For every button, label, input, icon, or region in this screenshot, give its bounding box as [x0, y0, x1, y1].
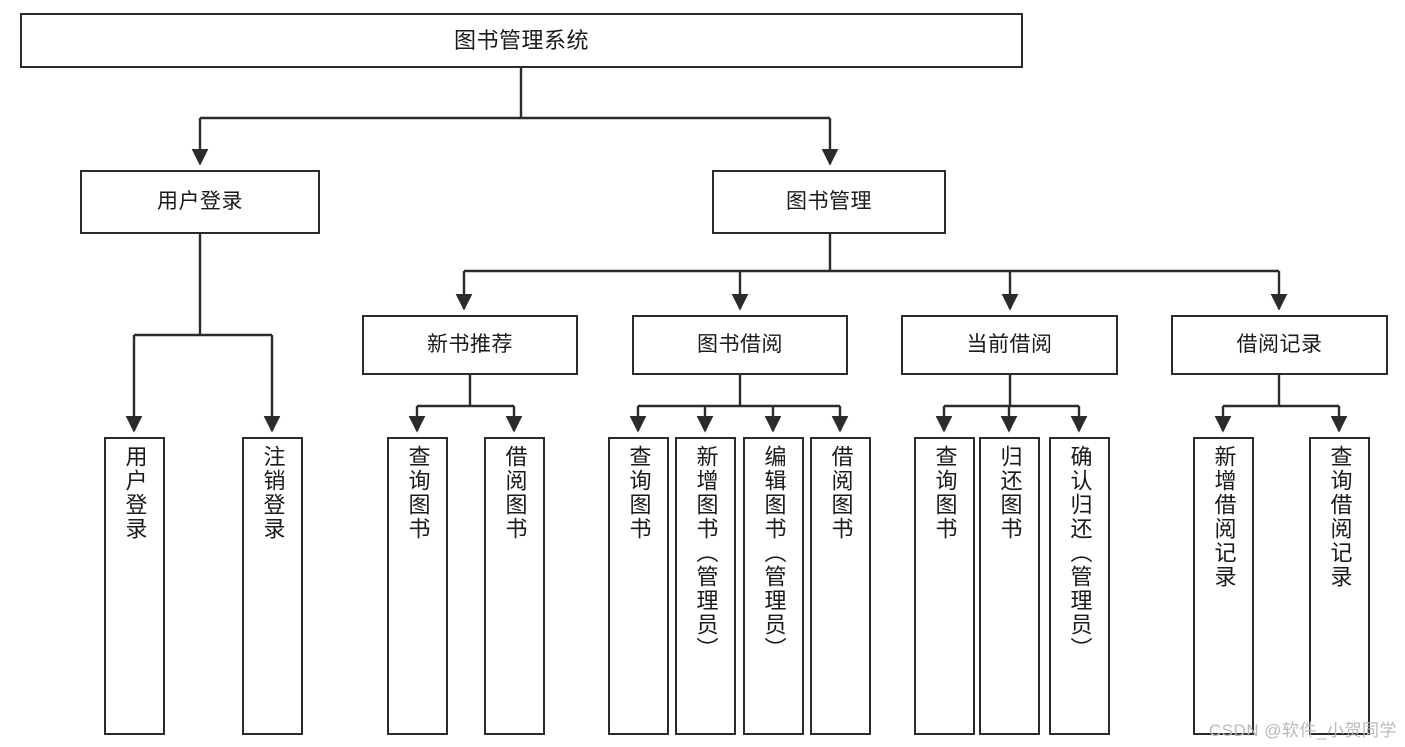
node-leaf-query-book-3[interactable]: 查询图书 — [914, 437, 975, 735]
node-leaf-logout-login[interactable]: 注销登录 — [242, 437, 303, 735]
node-root-label: 图书管理系统 — [453, 27, 589, 53]
node-leaf-user-login[interactable]: 用户登录 — [104, 437, 165, 735]
node-leaf-borrow-book-1-label: 借阅图书 — [502, 445, 528, 541]
node-leaf-add-book-label: 新增图书（管理员） — [693, 445, 719, 661]
node-current-borrow[interactable]: 当前借阅 — [901, 315, 1118, 375]
node-leaf-borrow-book-2[interactable]: 借阅图书 — [810, 437, 871, 735]
node-leaf-query-book-1-label: 查询图书 — [405, 445, 431, 541]
node-leaf-confirm-return-label: 确认归还（管理员） — [1067, 445, 1093, 661]
node-leaf-logout-login-label: 注销登录 — [260, 445, 286, 541]
node-borrow-record[interactable]: 借阅记录 — [1171, 315, 1388, 375]
node-book-manage[interactable]: 图书管理 — [712, 170, 946, 234]
node-leaf-query-book-2[interactable]: 查询图书 — [608, 437, 669, 735]
node-user-login-label: 用户登录 — [157, 189, 243, 213]
node-current-borrow-label: 当前借阅 — [966, 332, 1053, 356]
node-leaf-add-borrow-record[interactable]: 新增借阅记录 — [1193, 437, 1254, 735]
node-leaf-add-borrow-record-label: 新增借阅记录 — [1211, 445, 1237, 589]
node-leaf-query-book-3-label: 查询图书 — [932, 445, 958, 541]
node-leaf-edit-book-label: 编辑图书（管理员） — [761, 445, 787, 661]
node-root[interactable]: 图书管理系统 — [20, 13, 1023, 68]
node-leaf-borrow-book-1[interactable]: 借阅图书 — [484, 437, 545, 735]
node-new-book-recommend-label: 新书推荐 — [427, 332, 513, 356]
node-borrow-record-label: 借阅记录 — [1236, 332, 1323, 356]
node-leaf-borrow-book-2-label: 借阅图书 — [828, 445, 854, 541]
node-leaf-query-book-1[interactable]: 查询图书 — [387, 437, 448, 735]
node-leaf-query-borrow-record[interactable]: 查询借阅记录 — [1309, 437, 1370, 735]
node-leaf-query-book-2-label: 查询图书 — [626, 445, 652, 541]
node-book-borrow[interactable]: 图书借阅 — [632, 315, 848, 375]
node-book-manage-label: 图书管理 — [786, 189, 872, 213]
node-new-book-recommend[interactable]: 新书推荐 — [362, 315, 578, 375]
node-leaf-return-book-label: 归还图书 — [997, 445, 1023, 541]
watermark-text: CSDN @软件_小贺同学 — [1208, 721, 1397, 740]
node-leaf-add-book[interactable]: 新增图书（管理员） — [675, 437, 736, 735]
node-user-login[interactable]: 用户登录 — [80, 170, 320, 234]
node-leaf-edit-book[interactable]: 编辑图书（管理员） — [743, 437, 804, 735]
node-leaf-confirm-return[interactable]: 确认归还（管理员） — [1049, 437, 1110, 735]
node-leaf-return-book[interactable]: 归还图书 — [979, 437, 1040, 735]
node-leaf-query-borrow-record-label: 查询借阅记录 — [1327, 445, 1353, 589]
node-leaf-user-login-label: 用户登录 — [122, 445, 148, 541]
node-book-borrow-label: 图书借阅 — [697, 332, 783, 356]
